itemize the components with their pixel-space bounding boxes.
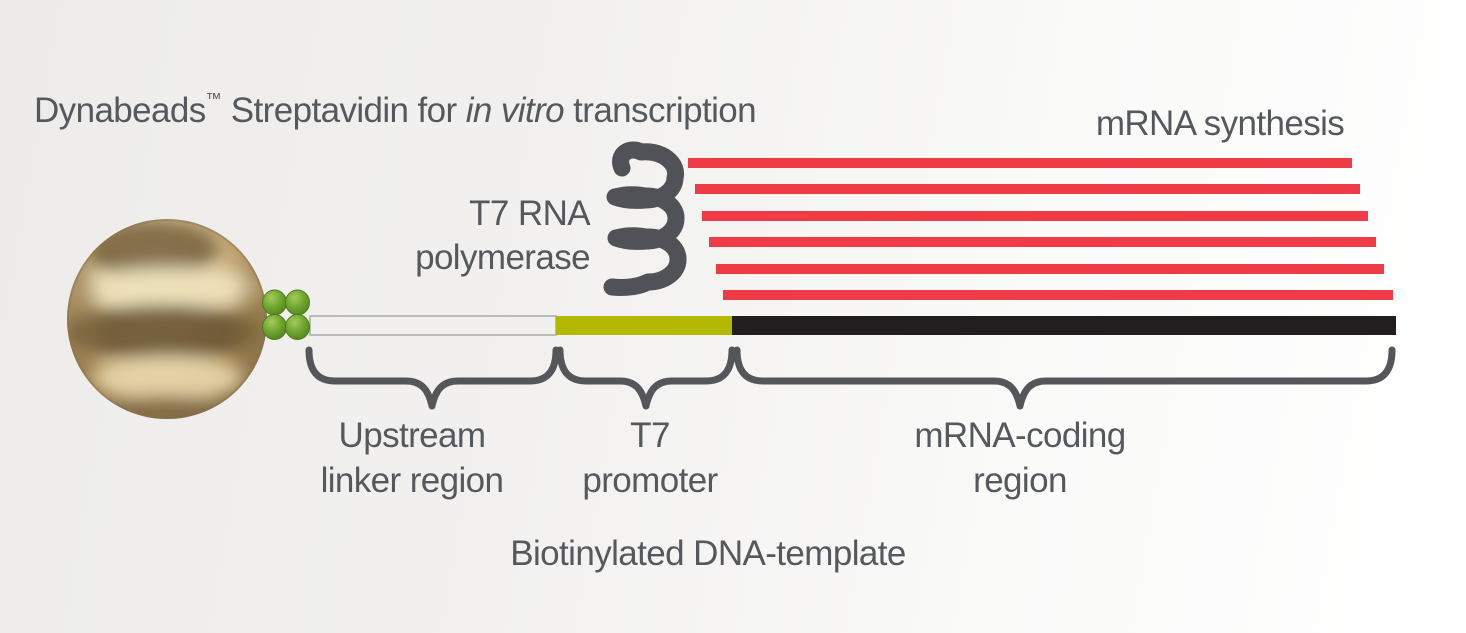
mrna-transcripts: [688, 158, 1393, 300]
mrna-transcript-bar: [723, 290, 1393, 300]
bead-texture: [67, 220, 267, 419]
brace-t7-promoter: [556, 346, 736, 410]
polymerase-label-line1: T7 RNA: [469, 194, 590, 233]
polymerase-label-line2: polymerase: [415, 238, 591, 277]
dynabead-sphere: [67, 219, 267, 419]
streptavidin-clover-icon: [262, 289, 310, 340]
region-label-line1: T7: [630, 416, 670, 455]
mrna-transcript-bar: [716, 264, 1384, 274]
dna-segment-upstream-linker: [309, 315, 557, 336]
polymerase-label: T7 RNA polymerase: [340, 192, 591, 280]
region-label-line1: mRNA-coding: [914, 416, 1126, 455]
dna-segment-t7-promoter: [556, 316, 732, 335]
brace-upstream-linker: [305, 346, 560, 410]
title-middle: Streptavidin for: [221, 91, 466, 130]
trademark-symbol: ™: [205, 91, 222, 108]
mrna-transcript-bar: [709, 237, 1376, 247]
title-emphasis: in vitro: [465, 91, 565, 130]
mrna-synthesis-label: mRNA synthesis: [1095, 104, 1345, 143]
region-label-line2: region: [973, 461, 1067, 500]
region-label-upstream-linker: Upstream linker region: [232, 413, 592, 503]
region-label-mrna-coding: mRNA-coding region: [840, 413, 1200, 503]
region-label-t7-promoter: T7 promoter: [470, 413, 830, 503]
region-label-line2: promoter: [582, 461, 718, 500]
region-label-line1: Upstream: [338, 416, 487, 455]
dna-template-bar: [309, 315, 1396, 336]
title-brand: Dynabeads: [34, 91, 206, 130]
mrna-transcript-bar: [702, 211, 1368, 221]
polymerase-coil-icon: [603, 141, 687, 296]
page-title: Dynabeads™ Streptavidin for in vitro tra…: [34, 78, 757, 133]
region-label-line2: linker region: [320, 461, 504, 500]
title-tail: transcription: [564, 91, 756, 130]
brace-mrna-coding: [733, 346, 1396, 410]
mrna-transcript-bar: [695, 184, 1360, 194]
biotinylated-template-caption: Biotinylated DNA-template: [510, 534, 906, 573]
dna-segment-mrna-coding: [732, 316, 1396, 335]
mrna-transcript-bar: [688, 158, 1352, 168]
